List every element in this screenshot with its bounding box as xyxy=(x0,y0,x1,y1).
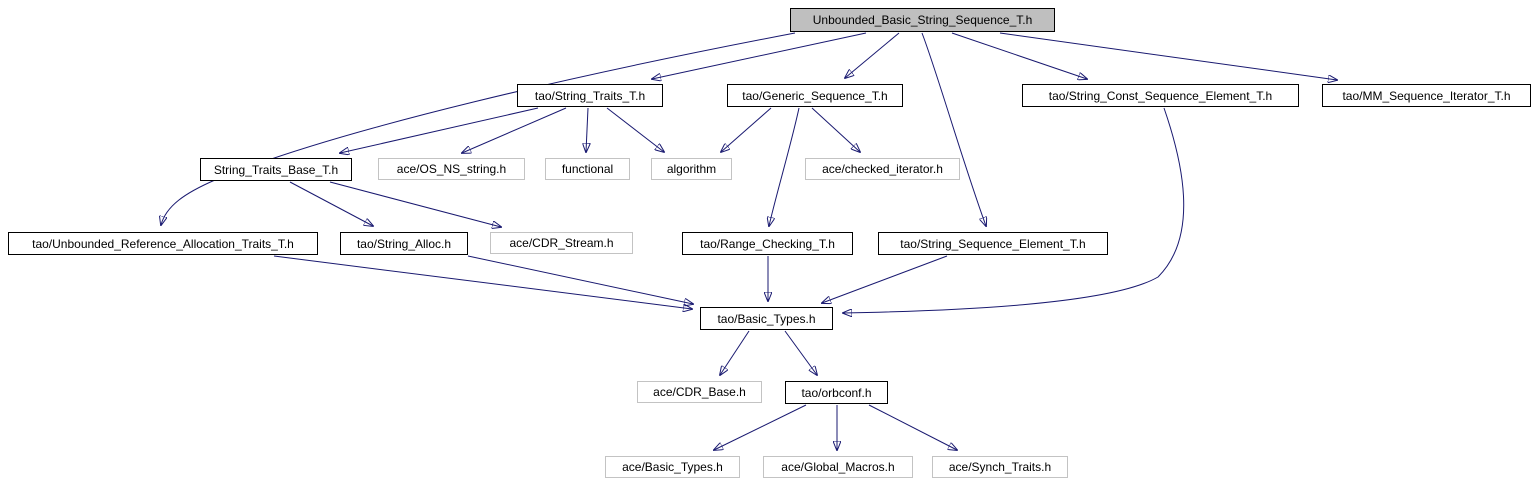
edge-string-alloc-to-basic-types xyxy=(467,255,693,304)
edge-unbounded-ref-to-basic-types xyxy=(273,255,692,309)
edge-root-to-string-const-seq-elem xyxy=(951,32,1087,79)
edge-root-to-generic-sequence xyxy=(845,32,900,78)
edge-generic-sequence-to-range-checking xyxy=(769,107,800,226)
node-os-ns-string: ace/OS_NS_string.h xyxy=(378,158,525,180)
node-cdr-base: ace/CDR_Base.h xyxy=(637,381,762,403)
node-string-seq-elem[interactable]: tao/String_Sequence_Element_T.h xyxy=(878,232,1108,255)
edge-root-to-string-seq-elem xyxy=(921,32,986,226)
node-functional: functional xyxy=(545,158,630,180)
node-algorithm: algorithm xyxy=(651,158,732,180)
node-string-traits[interactable]: tao/String_Traits_T.h xyxy=(517,84,663,107)
edge-root-to-string-traits xyxy=(652,32,867,79)
edge-string-traits-to-algorithm xyxy=(606,107,664,152)
edge-string-traits-to-os-ns-string xyxy=(462,107,567,153)
edge-generic-sequence-to-algorithm xyxy=(721,107,772,152)
edge-basic-types-to-orbconf xyxy=(784,330,817,375)
edge-orbconf-to-ace-basic-types xyxy=(714,404,807,450)
node-mm-seq-iter[interactable]: tao/MM_Sequence_Iterator_T.h xyxy=(1322,84,1531,107)
node-orbconf[interactable]: tao/orbconf.h xyxy=(785,381,888,404)
edge-string-const-seq-elem-to-basic-types xyxy=(843,107,1185,313)
node-range-checking[interactable]: tao/Range_Checking_T.h xyxy=(682,232,853,255)
edge-string-traits-base-to-cdr-stream xyxy=(329,181,501,227)
node-root: Unbounded_Basic_String_Sequence_T.h xyxy=(790,8,1055,32)
edge-string-traits-base-to-string-alloc xyxy=(289,181,373,226)
node-basic-types[interactable]: tao/Basic_Types.h xyxy=(700,307,833,330)
node-ace-basic-types: ace/Basic_Types.h xyxy=(605,456,740,478)
edge-generic-sequence-to-checked-iterator xyxy=(811,107,860,152)
edge-basic-types-to-cdr-base xyxy=(720,330,750,375)
node-string-traits-base[interactable]: String_Traits_Base_T.h xyxy=(200,158,352,181)
edge-string-traits-to-string-traits-base xyxy=(340,107,539,153)
node-string-alloc[interactable]: tao/String_Alloc.h xyxy=(340,232,468,255)
node-string-const-seq-elem[interactable]: tao/String_Const_Sequence_Element_T.h xyxy=(1022,84,1299,107)
edge-root-to-unbounded-ref xyxy=(161,32,796,225)
edge-root-to-mm-seq-iter xyxy=(999,32,1337,80)
node-unbounded-ref[interactable]: tao/Unbounded_Reference_Allocation_Trait… xyxy=(8,232,318,255)
edge-string-traits-to-functional xyxy=(586,107,588,152)
edge-orbconf-to-synch-traits xyxy=(868,404,957,450)
node-checked-iterator: ace/checked_iterator.h xyxy=(805,158,960,180)
edge-string-seq-elem-to-basic-types xyxy=(822,255,948,303)
node-global-macros: ace/Global_Macros.h xyxy=(763,456,913,478)
node-synch-traits: ace/Synch_Traits.h xyxy=(932,456,1068,478)
node-cdr-stream: ace/CDR_Stream.h xyxy=(490,232,633,254)
node-generic-sequence[interactable]: tao/Generic_Sequence_T.h xyxy=(727,84,903,107)
